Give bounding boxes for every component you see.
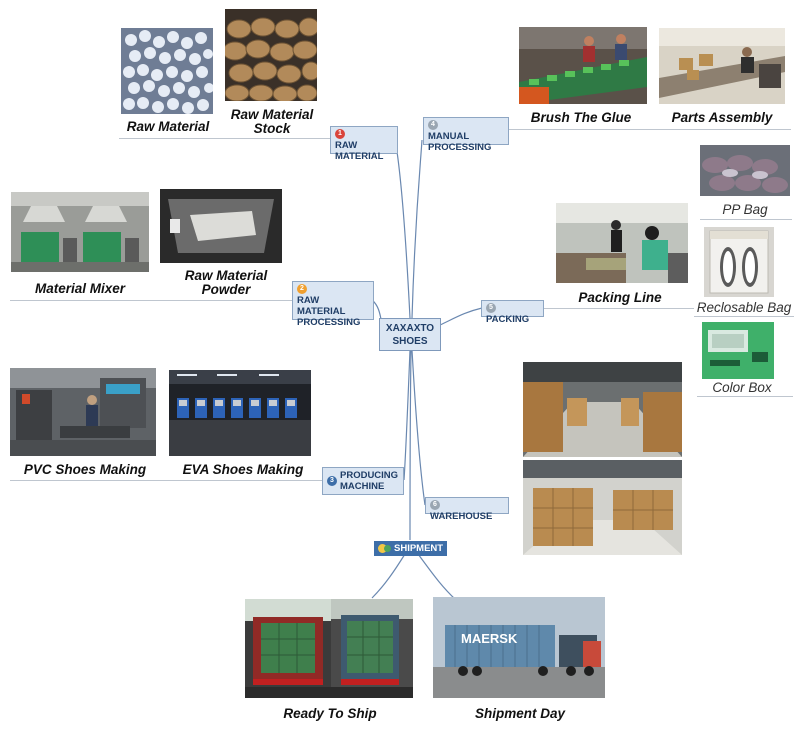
node-producing-machine-line2: MACHINE <box>340 481 385 492</box>
node-shipment[interactable]: SHIPMENT <box>374 541 448 556</box>
rule-raw-material-processing <box>10 300 293 301</box>
progress-marker-icon <box>384 544 391 552</box>
node-manual-processing-line1: MANUAL <box>428 131 470 142</box>
node-shipment-label: SHIPMENT <box>394 543 444 554</box>
caption-raw-material-stock-2: Stock <box>253 121 291 136</box>
packing-line-photo <box>556 203 688 283</box>
rule-reclosable-bag <box>694 316 794 317</box>
raw-material-photo <box>121 28 213 114</box>
caption-ready-to-ship: Ready To Ship <box>283 706 377 721</box>
caption-material-mixer: Material Mixer <box>34 281 126 296</box>
maersk-logo-text: MAERSK <box>461 631 518 646</box>
rule-color-box <box>697 396 793 397</box>
caption-reclosable-bag: Reclosable Bag <box>696 300 792 315</box>
reclosable-bag-photo <box>704 227 774 297</box>
rule-packing <box>542 308 694 309</box>
caption-raw-material-stock-1: Raw Material <box>230 107 314 122</box>
step-3-badge-icon: 3 <box>327 476 337 486</box>
rule-pp-bag <box>700 219 792 220</box>
warehouse-top-photo <box>523 362 682 457</box>
rule-manual-processing <box>509 129 791 130</box>
central-topic-line2: SHOES <box>392 336 428 347</box>
material-mixer-photo <box>11 192 149 272</box>
caption-parts-assembly: Parts Assembly <box>671 110 773 125</box>
central-topic[interactable]: XAXAXTO SHOES <box>379 318 441 351</box>
node-warehouse[interactable]: 6WAREHOUSE <box>425 497 509 522</box>
node-warehouse-label: WAREHOUSE <box>430 511 493 522</box>
node-raw-material-line1: RAW <box>335 140 358 151</box>
smiley-icon <box>378 543 387 553</box>
step-6-badge-icon: 6 <box>430 500 440 511</box>
ready-to-ship-photo-2 <box>331 599 413 698</box>
shipment-day-photo: MAERSK <box>433 597 605 698</box>
central-topic-line1: XAXAXTO <box>385 323 435 334</box>
eva-shoes-making-photo <box>169 370 311 456</box>
ready-to-ship-photo-1 <box>245 599 332 698</box>
caption-brush-the-glue: Brush The Glue <box>530 110 632 125</box>
rule-raw-material <box>119 138 331 139</box>
step-4-badge-icon: 4 <box>428 120 438 131</box>
pvc-shoes-making-photo <box>10 368 156 456</box>
caption-shipment-day: Shipment Day <box>474 706 566 721</box>
node-packing[interactable]: 5PACKING <box>481 300 544 325</box>
raw-material-stock-photo <box>225 9 317 101</box>
warehouse-bottom-photo <box>523 460 682 555</box>
brush-the-glue-photo <box>519 27 647 104</box>
caption-pvc-shoes-making: PVC Shoes Making <box>23 462 147 477</box>
caption-raw-material: Raw Material <box>126 119 210 134</box>
node-producing-machine-line1: PRODUCING <box>340 470 399 481</box>
node-raw-material-line2: MATERIAL <box>335 151 384 162</box>
caption-raw-material-powder-2: Powder <box>201 282 251 297</box>
caption-packing-line: Packing Line <box>578 290 662 305</box>
rule-producing-machine <box>10 480 322 481</box>
caption-raw-material-powder-1: Raw Material <box>184 268 268 283</box>
pp-bag-photo <box>700 145 790 196</box>
caption-color-box: Color Box <box>712 380 772 395</box>
node-manual-processing-line2: PROCESSING <box>428 142 492 153</box>
node-raw-material-processing-line2: MATERIAL <box>297 306 346 317</box>
node-raw-material-processing-line1: RAW <box>297 295 320 306</box>
raw-material-powder-photo <box>160 189 282 263</box>
step-2-badge-icon: 2 <box>297 284 307 295</box>
color-box-photo <box>702 322 774 379</box>
caption-eva-shoes-making: EVA Shoes Making <box>182 462 304 477</box>
node-raw-material-processing-line3: PROCESSING <box>297 317 361 328</box>
node-packing-label: PACKING <box>486 314 530 325</box>
caption-pp-bag: PP Bag <box>722 202 768 217</box>
step-1-badge-icon: 1 <box>335 129 345 140</box>
step-5-badge-icon: 5 <box>486 303 496 314</box>
parts-assembly-photo <box>659 28 785 104</box>
